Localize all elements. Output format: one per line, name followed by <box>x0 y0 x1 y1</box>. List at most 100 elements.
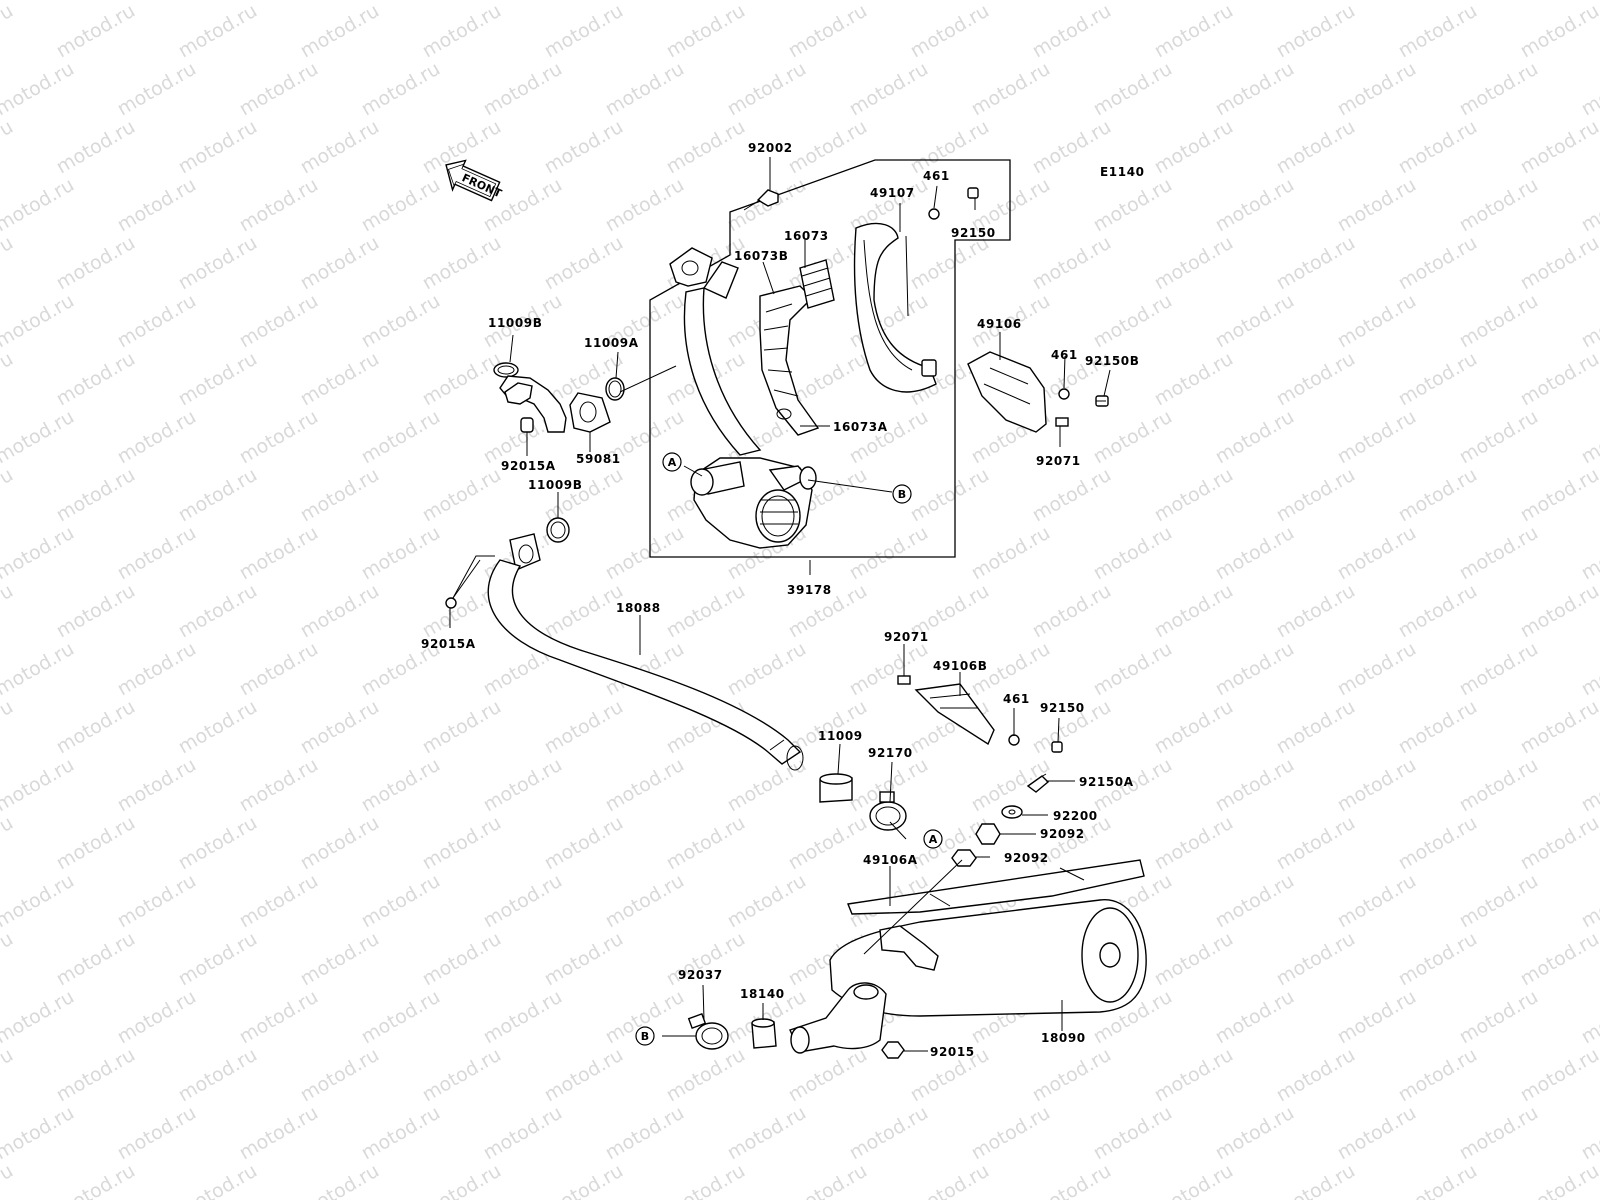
watermark-text: motod.ru <box>0 406 78 469</box>
watermark-text: motod.ru <box>0 928 17 991</box>
watermark-text: motod.ru <box>114 58 200 121</box>
watermark-text: motod.ru <box>0 348 17 411</box>
watermark-text: motod.ru <box>1395 232 1481 295</box>
cover-49106 <box>967 351 1047 433</box>
watermark-text: motod.ru <box>419 812 505 875</box>
watermark-text: motod.ru <box>724 754 810 817</box>
watermark-text: motod.ru <box>1151 1160 1237 1200</box>
label-92002: 92002 <box>748 141 793 155</box>
watermark-text: motod.ru <box>1151 812 1237 875</box>
watermark-text: motod.ru <box>1334 522 1420 585</box>
watermark-text: motod.ru <box>1395 116 1481 179</box>
label-11009: 11009 <box>818 729 863 743</box>
watermark-text: motod.ru <box>1273 1160 1359 1200</box>
watermark-text: motod.ru <box>419 1160 505 1200</box>
watermark-text: motod.ru <box>541 464 627 527</box>
watermark-text: motod.ru <box>663 1160 749 1200</box>
watermark-text: motod.ru <box>1090 522 1176 585</box>
watermark-text: motod.ru <box>1212 406 1298 469</box>
watermark-text: motod.ru <box>236 986 322 1049</box>
bolt-92150B <box>1095 395 1109 407</box>
label-16073A: 16073A <box>833 420 888 434</box>
watermark-text: motod.ru <box>297 812 383 875</box>
ref-a-mid-text: A <box>929 833 938 846</box>
watermark-text: motod.ru <box>175 812 261 875</box>
watermark-text: motod.ru <box>1090 290 1176 353</box>
watermark-text: motod.ru <box>785 1160 871 1200</box>
watermark-text: motod.ru <box>1578 406 1600 469</box>
watermark-text: motod.ru <box>846 522 932 585</box>
ref-b-bot-text: B <box>641 1030 649 1043</box>
watermark-text: motod.ru <box>175 232 261 295</box>
watermark-text: motod.ru <box>968 58 1054 121</box>
nut-461-mid <box>1058 388 1070 400</box>
watermark-text: motod.ru <box>419 348 505 411</box>
label-92015A-bot: 92015A <box>421 637 476 651</box>
watermark-text: motod.ru <box>1090 638 1176 701</box>
watermark-text: motod.ru <box>663 1044 749 1107</box>
watermark-text: motod.ru <box>297 1044 383 1107</box>
watermark-text: motod.ru <box>1334 986 1420 1049</box>
watermark-text: motod.ru <box>1273 116 1359 179</box>
watermark-text: motod.ru <box>1151 348 1237 411</box>
watermark-text: motod.ru <box>236 870 322 933</box>
watermark-text: motod.ru <box>236 1102 322 1165</box>
watermark-text: motod.ru <box>175 116 261 179</box>
watermark-text: motod.ru <box>1273 348 1359 411</box>
watermark-text: motod.ru <box>663 812 749 875</box>
watermark-text: motod.ru <box>724 870 810 933</box>
watermark-text: motod.ru <box>53 1044 139 1107</box>
watermark-text: motod.ru <box>53 812 139 875</box>
ref-a-top-text: A <box>668 456 677 469</box>
watermark-text: motod.ru <box>419 232 505 295</box>
watermark-text: motod.ru <box>1212 986 1298 1049</box>
muffler-body-39178 <box>669 247 817 549</box>
watermark-text: motod.ru <box>297 0 383 62</box>
watermark-text: motod.ru <box>236 638 322 701</box>
watermark-text: motod.ru <box>297 348 383 411</box>
watermark-text: motod.ru <box>1090 1102 1176 1165</box>
watermark-text: motod.ru <box>602 1102 688 1165</box>
watermark-text: motod.ru <box>1273 928 1359 991</box>
watermark-text: motod.ru <box>0 290 78 353</box>
gasket-11009 <box>819 773 853 803</box>
watermark-text: motod.ru <box>0 116 17 179</box>
watermark-text: motod.ru <box>0 174 78 237</box>
watermark-text: motod.ru <box>358 1102 444 1165</box>
watermark-text: motod.ru <box>53 696 139 759</box>
watermark-text: motod.ru <box>0 638 78 701</box>
watermark-text: motod.ru <box>968 522 1054 585</box>
watermark-text: motod.ru <box>663 0 749 62</box>
watermark-text: motod.ru <box>541 232 627 295</box>
label-92150A: 92150A <box>1079 775 1134 789</box>
watermark-text: motod.ru <box>602 870 688 933</box>
watermark-text: motod.ru <box>663 116 749 179</box>
watermark-text: motod.ru <box>1456 58 1542 121</box>
clamp-92170 <box>869 791 907 831</box>
watermark-text: motod.ru <box>1578 174 1600 237</box>
label-92150-top: 92150 <box>951 226 996 240</box>
watermark-text: motod.ru <box>602 174 688 237</box>
watermark-text: motod.ru <box>297 580 383 643</box>
nut-92092-a <box>975 823 1001 845</box>
watermark-text: motod.ru <box>0 0 78 4</box>
label-49106B: 49106B <box>933 659 988 673</box>
exhaust-pipe-18088 <box>487 533 804 771</box>
watermark-text: motod.ru <box>0 58 78 121</box>
watermark-text: motod.ru <box>1578 0 1600 4</box>
nut-461-top <box>928 208 940 220</box>
bolt-92150-top <box>967 187 979 199</box>
watermark-text: motod.ru <box>1578 58 1600 121</box>
watermark-text: motod.ru <box>1578 290 1600 353</box>
watermark-text: motod.ru <box>297 928 383 991</box>
label-16073: 16073 <box>784 229 829 243</box>
watermark-text: motod.ru <box>1090 58 1176 121</box>
ref-marker-b-bot: B <box>635 1026 655 1046</box>
watermark-text: motod.ru <box>663 580 749 643</box>
watermark-text: motod.ru <box>541 696 627 759</box>
watermark-text: motod.ru <box>1151 928 1237 991</box>
watermark-text: motod.ru <box>1517 232 1600 295</box>
label-461-mid: 461 <box>1051 348 1078 362</box>
watermark-text: motod.ru <box>0 986 78 1049</box>
